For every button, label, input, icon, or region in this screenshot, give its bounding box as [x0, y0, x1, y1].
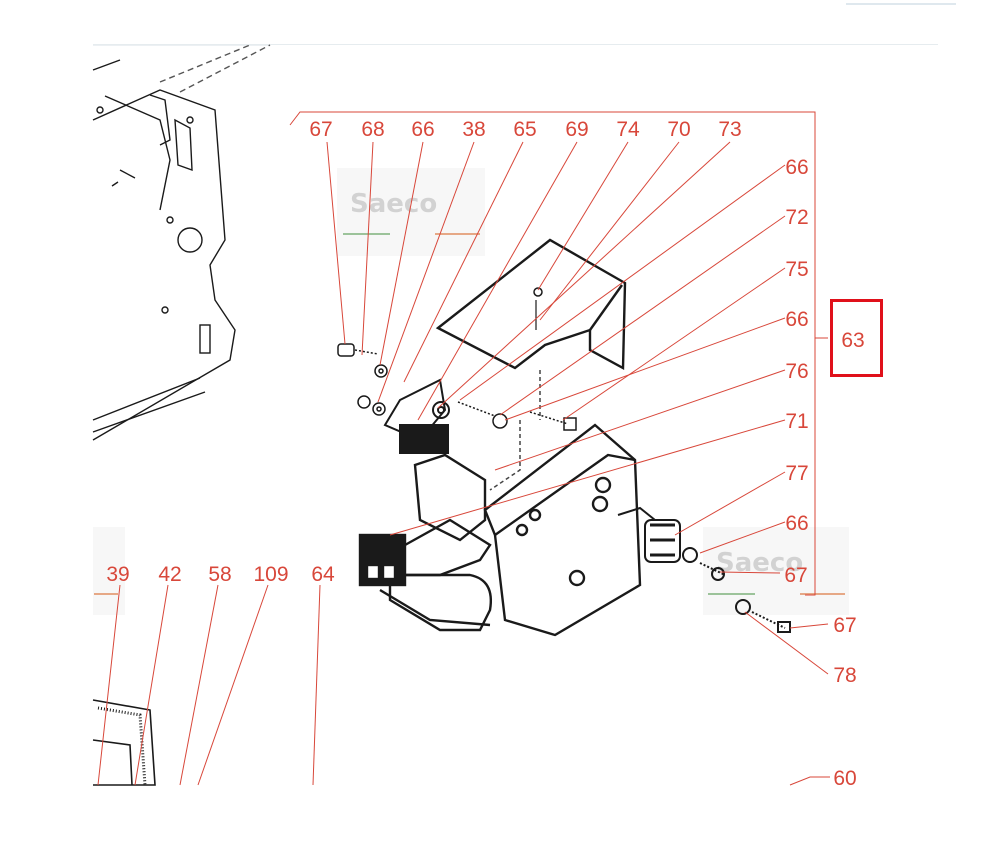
callout-68: 68 — [361, 118, 384, 141]
callout-66-a: 66 — [411, 118, 434, 141]
watermark-panel-1: Saeco — [337, 168, 485, 256]
highlight-box-63 — [830, 299, 883, 377]
callout-66-c: 66 — [785, 308, 808, 331]
callout-60: 60 — [833, 767, 856, 790]
motor-cylinder-drawing — [358, 453, 492, 632]
callout-71: 71 — [785, 410, 808, 433]
callout-66-b: 66 — [785, 156, 808, 179]
callout-77: 77 — [785, 462, 808, 485]
callout-42: 42 — [158, 563, 181, 586]
watermark-1: Saeco — [350, 189, 437, 219]
callout-38: 38 — [462, 118, 485, 141]
callout-74: 74 — [616, 118, 640, 141]
callout-67-a: 67 — [309, 118, 332, 141]
callout-67-b: 67 — [784, 564, 807, 587]
callout-109: 109 — [253, 563, 288, 586]
callout-64: 64 — [311, 563, 335, 586]
callout-58: 58 — [208, 563, 231, 586]
callout-78: 78 — [833, 664, 856, 687]
callout-65: 65 — [513, 118, 536, 141]
callout-66-d: 66 — [785, 512, 808, 535]
callout-72: 72 — [785, 206, 808, 229]
callout-leader-lines — [97, 111, 830, 786]
microswitch-drawing — [383, 378, 450, 454]
header-accent — [846, 3, 956, 5]
grinder-wheel-drawing — [92, 699, 156, 786]
callout-70: 70 — [667, 118, 690, 141]
callout-labels-right: 66 72 75 66 76 71 77 66 67 67 78 63 — [784, 156, 864, 687]
motor-bracket-drawing — [435, 238, 627, 370]
callout-63: 63 — [841, 329, 864, 352]
watermark-panel-3 — [93, 527, 125, 615]
callout-75: 75 — [785, 258, 808, 281]
header-divider — [93, 44, 938, 45]
gear-motor-drawing — [483, 423, 642, 637]
callout-labels-bottom: 39 42 58 109 64 60 — [106, 563, 856, 790]
callout-69: 69 — [565, 118, 588, 141]
callout-73: 73 — [718, 118, 741, 141]
chassis-frame-drawing — [92, 44, 271, 441]
coupling-drawing — [617, 506, 791, 633]
watermark-panel-2: Saeco — [703, 527, 849, 615]
screws-middle-drawing — [457, 370, 577, 491]
callout-labels-top: 67 68 66 38 65 69 74 70 73 — [309, 118, 741, 141]
callout-67-c: 67 — [833, 614, 856, 637]
callout-39: 39 — [106, 563, 129, 586]
callout-76: 76 — [785, 360, 808, 383]
screws-left-drawing — [337, 343, 388, 416]
